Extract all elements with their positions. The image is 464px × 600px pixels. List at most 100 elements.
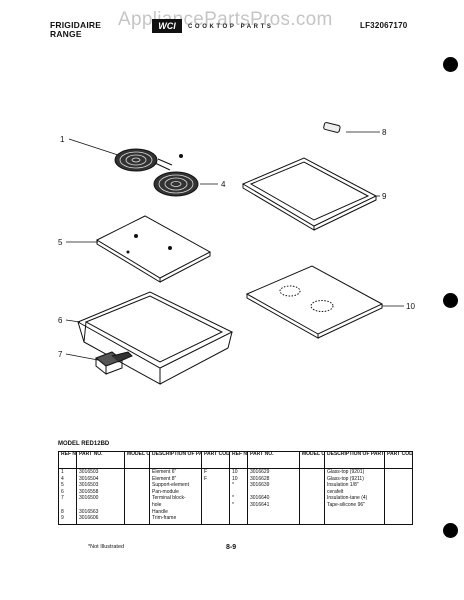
binder-hole-icon <box>443 523 458 538</box>
cell-model <box>299 501 325 509</box>
col-ref-no: REF NO. <box>58 451 77 469</box>
col-part-code: PART CODE <box>201 451 230 469</box>
cell-ref: 7 <box>58 495 77 502</box>
cell-code: F <box>201 475 230 483</box>
cell-code <box>201 495 230 502</box>
col-part-no: PART NO. <box>76 451 125 469</box>
cell-code <box>201 488 230 496</box>
cell-code <box>201 482 230 489</box>
cell-part: 3016641 <box>247 501 300 509</box>
cell-model <box>124 501 150 509</box>
cell-code <box>384 468 413 476</box>
cell-part: 3016628 <box>247 475 300 483</box>
col-description: DESCRIPTION OF PARTS <box>324 451 385 469</box>
cell-model <box>299 508 325 516</box>
cell-part: 3016563 <box>76 508 125 516</box>
binder-hole-icon <box>443 293 458 308</box>
col-part-code: PART CODE <box>384 451 413 469</box>
cell-model <box>299 468 325 476</box>
cell-ref: * <box>229 482 248 489</box>
trim-frame-drawing <box>241 157 378 231</box>
cell-model <box>299 495 325 502</box>
cell-desc: Glass-top (9211) <box>324 475 385 483</box>
cell-ref <box>229 508 248 516</box>
model-label: MODEL RED12BD <box>58 441 110 447</box>
cell-model <box>299 482 325 489</box>
glass-top-drawing <box>245 265 384 339</box>
cell-desc: Element 8" <box>149 475 202 483</box>
cell-ref: 9 <box>58 515 77 525</box>
wci-logo: WCI <box>152 19 182 33</box>
cell-desc <box>324 508 385 516</box>
section-subtitle: COOKTOP PARTS <box>188 24 274 30</box>
cell-desc: Terminal block- <box>149 495 202 502</box>
cell-part: 3016558 <box>76 488 125 496</box>
cell-code <box>201 515 230 525</box>
cell-ref: 10 <box>229 475 248 483</box>
callout-7: 7 <box>58 350 63 359</box>
cell-desc: Handle <box>149 508 202 516</box>
cell-desc: Support-element <box>149 482 202 489</box>
cell-code <box>384 501 413 509</box>
cell-code <box>384 515 413 525</box>
table-row: hole *3016641 Tape-silicone 96" <box>58 501 413 509</box>
cell-desc: cerafelt <box>324 488 385 496</box>
cell-model <box>124 475 150 483</box>
callout-1: 1 <box>60 135 65 144</box>
cell-code <box>201 501 230 509</box>
brand-line-2: RANGE <box>50 29 82 39</box>
callout-9: 9 <box>382 192 387 201</box>
cell-ref <box>58 501 77 509</box>
footnote: *Not Illustrated <box>88 544 125 550</box>
cell-model <box>299 475 325 483</box>
cell-part: 3016639 <box>247 482 300 489</box>
cell-desc: Pan-module <box>149 488 202 496</box>
cell-desc: Insulation 1/8" <box>324 482 385 489</box>
cell-part: 3016500 <box>76 495 125 502</box>
cell-model <box>124 508 150 516</box>
callout-8: 8 <box>382 128 387 137</box>
cell-desc: hole <box>149 501 202 509</box>
cell-desc: Glass-top (9201) <box>324 468 385 476</box>
element-8-inch-drawing <box>153 171 199 197</box>
parts-table: REF NO. PART NO. MODEL CODES DESCRIPTION… <box>58 451 413 525</box>
cell-model <box>299 488 325 496</box>
cell-model <box>299 515 325 525</box>
terminal-block-drawing <box>95 351 133 376</box>
cell-ref: * <box>229 501 248 509</box>
cell-desc: Element 6" <box>149 468 202 476</box>
cell-desc: Insulation-tane (4) <box>324 495 385 502</box>
cell-model <box>124 488 150 496</box>
exploded-parts-diagram: 1 4 5 6 7 8 9 10 <box>58 122 415 385</box>
cell-desc <box>324 515 385 525</box>
cell-model <box>124 515 150 525</box>
cell-model <box>124 495 150 502</box>
cell-code <box>384 488 413 496</box>
cell-code <box>384 475 413 483</box>
cell-ref: * <box>229 495 248 502</box>
cell-part: 3016503 <box>76 468 125 476</box>
cell-code <box>201 508 230 516</box>
col-model-codes: MODEL CODES <box>299 451 325 469</box>
cell-ref: 5 <box>58 482 77 489</box>
cell-ref: 8 <box>58 508 77 516</box>
cell-part: 3016629 <box>247 468 300 476</box>
handle-drawing <box>323 122 341 133</box>
cell-code <box>384 508 413 516</box>
cell-part <box>76 501 125 509</box>
cell-ref <box>229 488 248 496</box>
cell-code <box>384 495 413 502</box>
callout-10: 10 <box>406 302 415 311</box>
cell-part: 3016504 <box>76 475 125 483</box>
cell-desc: Tape-silicone 96" <box>324 501 385 509</box>
brand-line-1: FRIGIDAIRE <box>50 20 102 30</box>
page-number: 8-9 <box>226 544 237 551</box>
cell-ref: 6 <box>58 488 77 496</box>
cell-model <box>124 468 150 476</box>
callout-4: 4 <box>221 180 226 189</box>
